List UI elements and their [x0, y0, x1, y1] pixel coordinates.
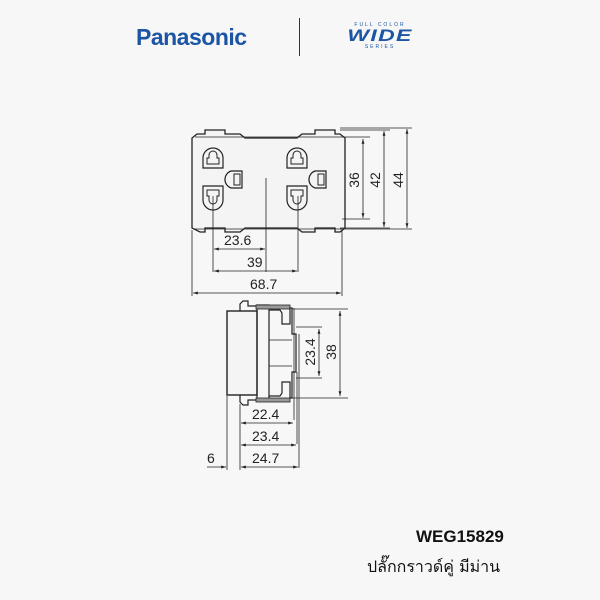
- dim-68-7: 68.7: [250, 276, 277, 292]
- dim-23-6: 23.6: [224, 232, 251, 248]
- series-top-text: FULL COLOR: [354, 22, 406, 28]
- product-description: ปลั๊กกราวด์คู่ มีม่าน: [367, 557, 501, 576]
- dim-23-4: 23.4: [252, 428, 279, 444]
- panasonic-logo: Panasonic: [136, 24, 247, 50]
- wide-series-logo: FULL COLOR WIDE SERIES: [332, 22, 428, 50]
- dim-42: 42: [367, 172, 383, 188]
- series-main-text: WIDE: [347, 26, 413, 45]
- dim-6: 6: [207, 450, 215, 466]
- header: Panasonic FULL COLOR WIDE SERIES: [0, 18, 600, 58]
- dim-22-4: 22.4: [252, 406, 279, 422]
- dim-24-7: 24.7: [252, 450, 279, 466]
- series-bottom-text: SERIES: [364, 44, 396, 50]
- dim-36: 36: [346, 172, 362, 188]
- dim-38: 38: [323, 344, 339, 360]
- header-divider: [299, 18, 300, 56]
- product-model: WEG15829: [416, 527, 504, 546]
- dim-23-4-vertical: 23.4: [302, 338, 318, 365]
- side-view: 23.4 38 22.4 23.4 24.7 6: [207, 300, 348, 470]
- dim-44: 44: [390, 172, 406, 188]
- front-view: 23.6 39 68.7 36 42 44: [191, 127, 412, 296]
- left-socket-icon: [202, 147, 243, 211]
- dim-39: 39: [247, 254, 263, 270]
